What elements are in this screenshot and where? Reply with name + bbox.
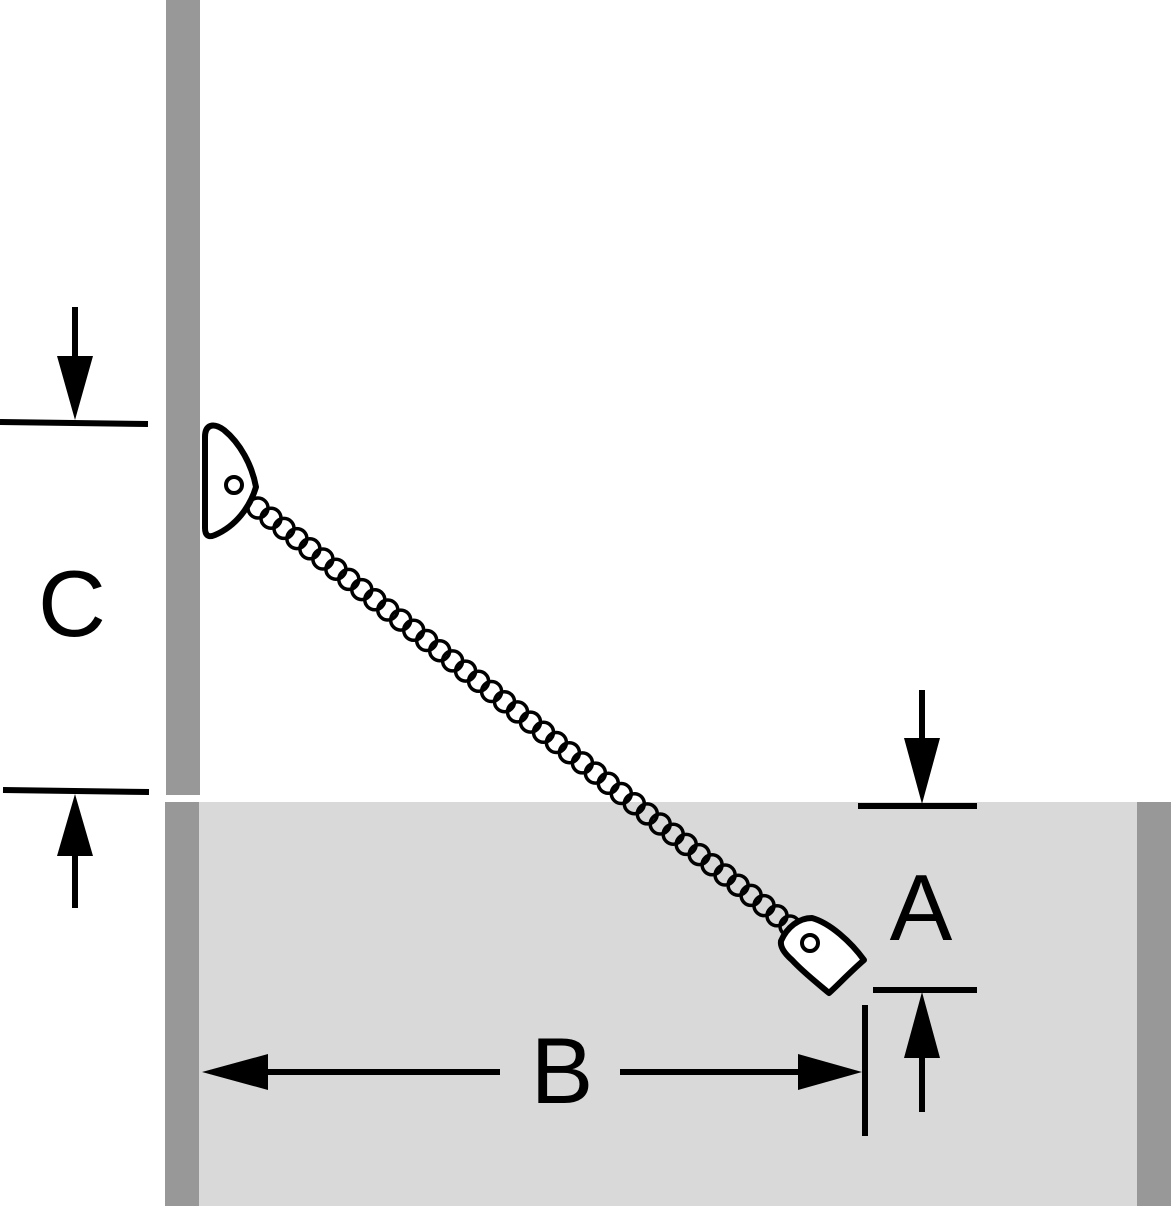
lower-bracket-hole xyxy=(800,933,820,953)
spring-coil-loop xyxy=(363,588,387,612)
spring-coil-loop xyxy=(466,669,491,694)
spring-coil-loop xyxy=(544,730,569,755)
spring-coil-loop xyxy=(453,659,478,683)
coil-spring xyxy=(246,496,802,938)
spring-coil-loop xyxy=(492,689,517,714)
spring-coil-loop xyxy=(401,618,426,643)
spring-coil-loop xyxy=(350,577,374,602)
dimension-c-up-arrow-icon xyxy=(57,794,93,856)
spring-coil-loop xyxy=(414,628,439,653)
spring-coil-loop xyxy=(596,771,621,796)
spring-coil-loop xyxy=(505,700,530,724)
spring-coil-loop xyxy=(570,751,595,775)
label-b: B xyxy=(531,1018,594,1123)
spring-coil-loop xyxy=(285,526,309,551)
spring-coil-loop xyxy=(427,638,452,663)
lower-bracket xyxy=(777,915,867,996)
dimension-a-down-arrow-icon xyxy=(904,738,940,804)
dimension-a-up-arrow-icon xyxy=(904,992,940,1058)
upper-bracket-hole xyxy=(224,475,244,495)
lower-compartment xyxy=(165,802,1171,1206)
dimension-c: C xyxy=(0,307,150,908)
spring-coil-loop xyxy=(609,781,634,806)
spring-coil-loop xyxy=(440,649,465,673)
dimension-c-down-arrow-icon xyxy=(57,356,93,420)
spring-coil-loop xyxy=(324,557,348,581)
spring-coil-loop xyxy=(531,720,556,745)
spring-coil-loop xyxy=(518,710,543,734)
lower-right-wall xyxy=(1137,802,1171,1206)
dimension-a: A xyxy=(858,690,977,1112)
label-a: A xyxy=(890,855,953,960)
spring-coil-loop xyxy=(259,506,283,530)
dimension-b-left-arrow-icon xyxy=(202,1054,268,1090)
upper-bracket xyxy=(202,422,259,540)
spring-coil-loop xyxy=(337,567,361,592)
spring-coil-loop xyxy=(557,740,582,765)
spring-coil-loop xyxy=(479,679,504,704)
spring-coil-loop xyxy=(583,761,608,785)
spring-coil-loop xyxy=(311,547,335,571)
lower-left-wall xyxy=(165,802,199,1206)
dimension-b-right-arrow-icon xyxy=(798,1054,862,1090)
dimension-b: B xyxy=(202,1005,868,1136)
spring-coil-loop xyxy=(298,537,322,561)
dimension-c-top-line xyxy=(0,419,149,427)
upper-wall xyxy=(166,0,200,795)
dimension-c-bottom-line xyxy=(2,787,150,795)
spring-coil-loop xyxy=(272,516,296,541)
label-c: C xyxy=(38,551,106,656)
